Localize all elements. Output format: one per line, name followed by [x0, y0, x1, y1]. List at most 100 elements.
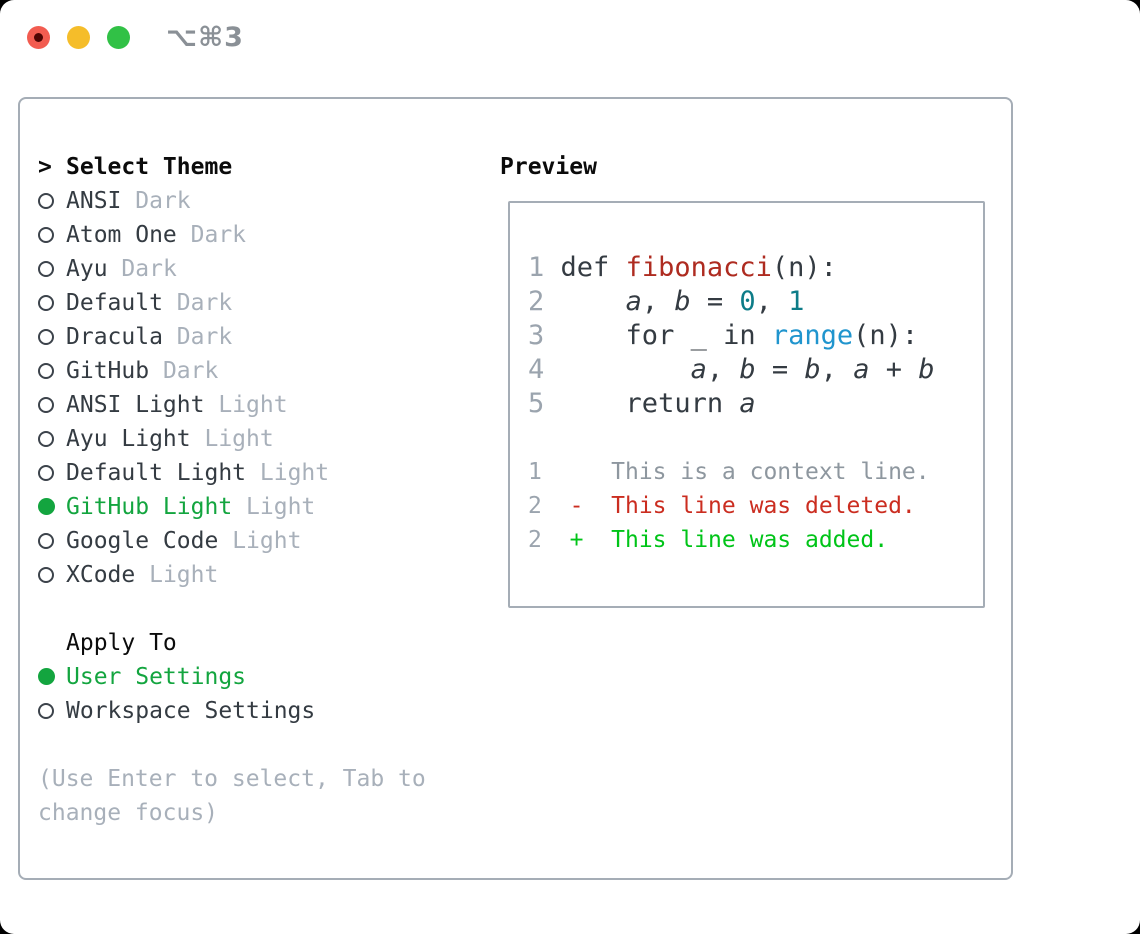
line-number: 2: [528, 493, 542, 519]
close-button[interactable]: [27, 26, 50, 49]
spacer: [38, 728, 483, 762]
code-token: 1: [788, 286, 805, 317]
zoom-button[interactable]: [107, 26, 130, 49]
theme-option-github-light[interactable]: GitHub Light Light: [38, 490, 483, 524]
code-line: 2 a, b = 0, 1: [528, 285, 983, 319]
theme-variant-tag: Light: [232, 528, 302, 554]
code-token: b: [739, 354, 756, 385]
diff-line-added: 2 + This line was added.: [528, 523, 983, 557]
theme-option-ansi[interactable]: ANSI Dark: [38, 184, 483, 218]
theme-variant-tag: Dark: [121, 256, 177, 282]
diff-preview: 1 This is a context line. 2 - This line w…: [528, 455, 983, 557]
code-token: 0: [739, 286, 756, 317]
radio-icon: [38, 261, 54, 277]
theme-option-default-light[interactable]: Default Light Light: [38, 456, 483, 490]
theme-variant-tag: Dark: [135, 188, 191, 214]
theme-name: GitHub Light: [66, 494, 233, 520]
diff-marker: +: [569, 527, 584, 553]
code-token: a: [690, 354, 707, 385]
theme-option-default[interactable]: Default Dark: [38, 286, 483, 320]
radio-icon: [38, 295, 54, 311]
theme-variant-tag: Dark: [176, 290, 233, 316]
code-token: return: [560, 388, 740, 419]
line-number: 1: [528, 459, 542, 485]
code-token: =: [755, 354, 805, 385]
line-number: 2: [528, 286, 545, 317]
preview-column: Preview 1 def fibonacci(n):2 a, b = 0, 1…: [500, 150, 985, 608]
code-token: b: [674, 286, 691, 317]
code-token: b: [918, 354, 935, 385]
spacer: [38, 592, 483, 626]
line-number: 3: [528, 320, 545, 351]
header-caret: >: [38, 154, 52, 180]
code-token: a: [625, 286, 642, 317]
theme-name: Ayu: [66, 256, 108, 282]
code-token: ,: [755, 286, 789, 317]
code-token: [561, 354, 691, 385]
theme-option-ayu[interactable]: Ayu Dark: [38, 252, 483, 286]
theme-option-ansi-light[interactable]: ANSI Light Light: [38, 388, 483, 422]
select-theme-header-label: Select Theme: [66, 154, 233, 180]
theme-variant-tag: Dark: [162, 358, 219, 384]
code-token: range: [771, 320, 854, 351]
diff-text: This is a context line.: [611, 459, 930, 485]
theme-variant-tag: Light: [204, 426, 274, 452]
code-token: ,: [641, 286, 675, 317]
apply-option-workspace-settings[interactable]: Workspace Settings: [38, 694, 483, 728]
theme-name: Default Light: [66, 460, 247, 486]
hint-text: (Use Enter to select, Tab to change focu…: [38, 766, 426, 826]
diff-marker: [570, 459, 584, 485]
theme-variant-tag: Light: [246, 494, 316, 520]
radio-icon: [38, 363, 54, 379]
theme-variant-tag: Dark: [190, 222, 247, 248]
theme-name: GitHub: [66, 358, 150, 384]
apply-to-header: Apply To: [66, 630, 177, 656]
theme-option-atom-one[interactable]: Atom One Dark: [38, 218, 483, 252]
theme-option-ayu-light[interactable]: Ayu Light Light: [38, 422, 483, 456]
code-line: 3 for _ in range(n):: [528, 319, 983, 353]
code-token: =: [690, 286, 740, 317]
code-token: for _ in: [560, 320, 772, 351]
theme-variant-tag: Light: [218, 392, 288, 418]
apply-option-user-settings[interactable]: User Settings: [38, 660, 483, 694]
radio-icon: [38, 465, 54, 481]
code-token: a: [853, 354, 870, 385]
line-number: 2: [528, 527, 542, 553]
radio-icon: [38, 227, 54, 243]
code-token: [561, 286, 626, 317]
line-number: 4: [528, 354, 545, 385]
radio-selected-icon: [38, 498, 55, 515]
theme-variant-tag: Dark: [176, 324, 233, 350]
theme-option-google-code[interactable]: Google Code Light: [38, 524, 483, 558]
code-token: ,: [820, 354, 854, 385]
theme-option-xcode[interactable]: XCode Light: [38, 558, 483, 592]
preview-header: Preview: [500, 154, 597, 180]
theme-variant-tag: Light: [259, 460, 330, 486]
code-token: (n):: [853, 320, 919, 351]
line-number: 5: [528, 388, 545, 419]
diff-text: This line was deleted.: [611, 493, 916, 519]
code-line: 4 a, b = b, a + b: [528, 353, 983, 387]
code-token: def: [560, 252, 626, 283]
code-token: fibonacci: [625, 252, 772, 283]
diff-marker: -: [569, 493, 584, 519]
minimize-button[interactable]: [67, 26, 90, 49]
select-theme-header: > Select Theme: [38, 150, 483, 184]
code-token: +: [869, 354, 919, 385]
radio-icon: [38, 567, 54, 583]
theme-name: ANSI Light: [66, 392, 205, 418]
radio-icon: [38, 193, 54, 209]
theme-name: Google Code: [66, 528, 219, 554]
diff-line-deleted: 2 - This line was deleted.: [528, 489, 983, 523]
spacer: [528, 421, 983, 455]
diff-text: This line was added.: [611, 527, 889, 553]
code-token: ,: [706, 354, 740, 385]
theme-option-github[interactable]: GitHub Dark: [38, 354, 483, 388]
window-shortcut-label: ⌥⌘3: [166, 22, 244, 53]
code-line: 1 def fibonacci(n):: [528, 251, 983, 285]
theme-option-dracula[interactable]: Dracula Dark: [38, 320, 483, 354]
